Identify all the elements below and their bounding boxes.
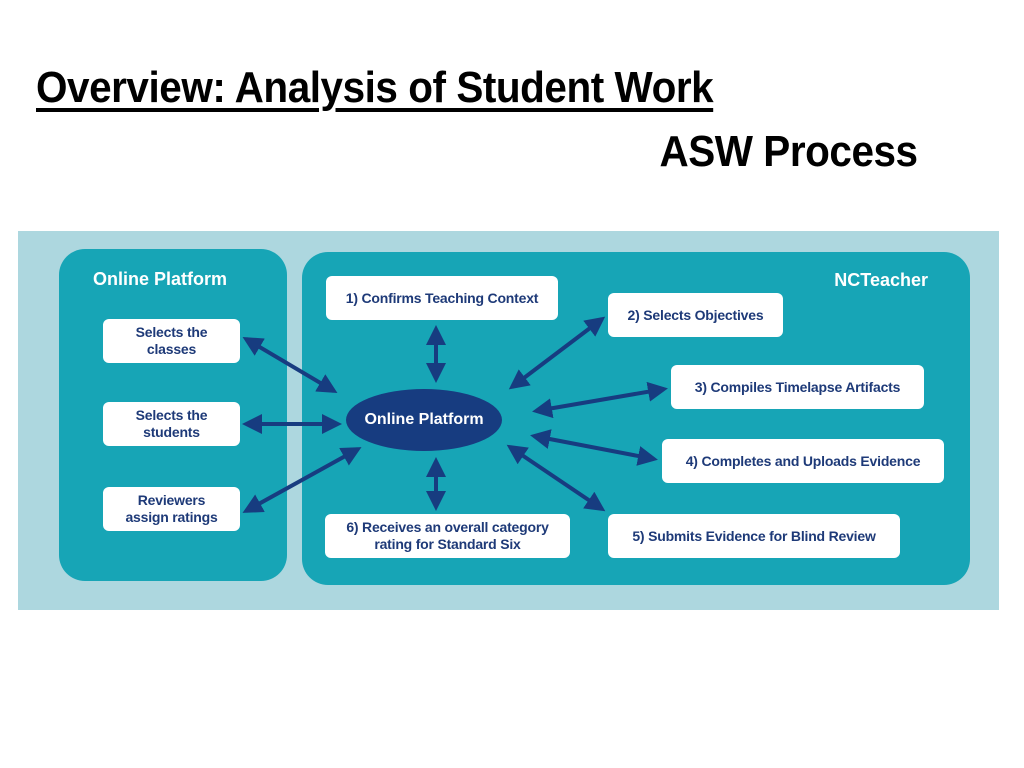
step-6-box: 6) Receives an overall category rating f… (325, 514, 570, 558)
online-platform-panel-title: Online Platform (93, 269, 228, 289)
step-2-box: 2) Selects Objectives (608, 293, 783, 337)
arrow-hub-step5 (506, 444, 606, 512)
arrow-hub-step2 (508, 316, 606, 390)
step-1-box: 1) Confirms Teaching Context (326, 276, 558, 320)
connector-arrows (242, 316, 668, 513)
arrow-hub-step4 (530, 429, 658, 466)
arrow-hub-reviewers (242, 447, 362, 513)
step-5-box: 5) Submits Evidence for Blind Review (608, 514, 900, 558)
slide-title: Overview: Analysis of Student Work (36, 63, 714, 112)
arrow-hub-step3 (532, 381, 668, 419)
asw-process-diagram: Online Platform NCTeacher Selects the cl… (18, 231, 999, 610)
box-selects-classes: Selects the classes (103, 319, 240, 363)
box-selects-students: Selects the students (103, 402, 240, 446)
arrow-hub-classes (242, 336, 338, 394)
ncteacher-panel-title: NCTeacher (834, 270, 928, 290)
online-platform-hub: Online Platform (346, 389, 502, 451)
step-3-box: 3) Compiles Timelapse Artifacts (671, 365, 924, 409)
step-4-box: 4) Completes and Uploads Evidence (662, 439, 944, 483)
box-reviewers-assign-ratings: Reviewers assign ratings (103, 487, 240, 531)
slide-subtitle: ASW Process (659, 127, 919, 176)
